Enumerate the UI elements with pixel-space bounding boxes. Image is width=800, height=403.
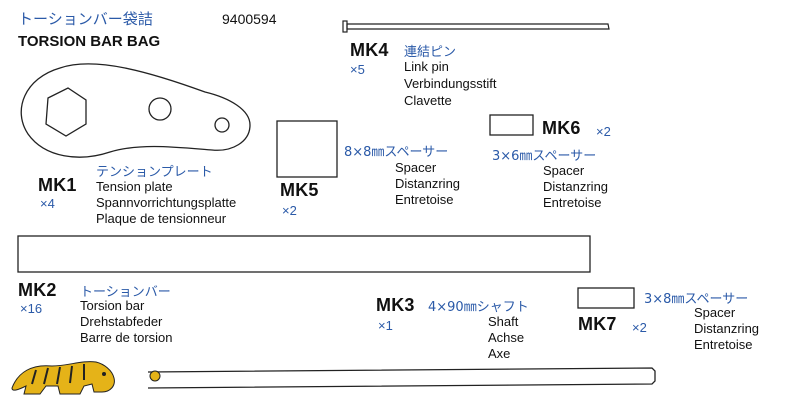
mk1-qty: ×4 [40, 196, 55, 211]
mk2-qty: ×16 [20, 301, 43, 316]
mk6-name-en: Spacer [543, 163, 585, 178]
mk7-name-fr: Entretoise [694, 337, 753, 352]
tamiya-tiger-logo [11, 361, 161, 395]
spacer-3x6-drawing [489, 114, 534, 136]
mk6-name-de: Distanzring [543, 179, 609, 194]
mk1-name-de: Spannvorrichtungsplatte [96, 195, 237, 210]
mk6-name-fr: Entretoise [543, 195, 602, 210]
mk3-name-fr: Axe [488, 346, 511, 361]
mk3-code: MK3 [376, 295, 415, 315]
mk5-name-en: Spacer [395, 160, 437, 175]
mk3-name-en: Shaft [488, 314, 519, 329]
mk2-name-en: Torsion bar [80, 298, 145, 313]
mk5-name-de: Distanzring [395, 176, 461, 191]
torsion-bar-drawing [17, 235, 591, 273]
mk4-name-de: Verbindungsstift [404, 76, 497, 91]
mk1-name-en: Tension plate [96, 179, 173, 194]
mk7-name-de: Distanzring [694, 321, 760, 336]
title-english: TORSION BAR BAG [18, 33, 161, 50]
mk6-name-jp: 3×6㎜スペーサー [492, 149, 597, 164]
mk3-qty: ×1 [378, 318, 393, 333]
mk5-name-jp: 8×8㎜スペーサー [344, 145, 449, 160]
mk2-name-fr: Barre de torsion [80, 330, 173, 345]
mk2-name-jp: トーションバー [80, 285, 171, 300]
mk4-qty: ×5 [350, 62, 365, 77]
mk2-name-de: Drehstabfeder [80, 314, 163, 329]
mk7-qty: ×2 [632, 320, 647, 335]
mk7-name-jp: 3×8㎜スペーサー [644, 292, 749, 307]
mk4-name-jp: 連結ピン [404, 45, 457, 60]
spacer-3x8-drawing [577, 287, 635, 309]
mk1-name-jp: テンションプレート [96, 165, 213, 180]
mk5-name-fr: Entretoise [395, 192, 454, 207]
mk3-name-jp: 4×90㎜シャフト [428, 300, 529, 315]
title-japanese: トーションバー袋詰 [18, 10, 153, 28]
mk1-name-fr: Plaque de tensionneur [96, 211, 227, 226]
mk7-name-en: Spacer [694, 305, 736, 320]
mk4-name-en: Link pin [404, 59, 449, 74]
mk1-code: MK1 [38, 175, 77, 195]
mk7-code: MK7 [578, 314, 617, 334]
mk2-code: MK2 [18, 280, 57, 300]
link-pin-drawing [342, 20, 610, 33]
mk5-code: MK5 [280, 180, 319, 200]
tension-plate-drawing [20, 63, 251, 158]
part-number: 9400594 [222, 11, 277, 27]
mk6-code: MK6 [542, 118, 581, 138]
spacer-8x8-drawing [276, 120, 338, 178]
shaft-drawing [147, 367, 656, 389]
mk3-name-de: Achse [488, 330, 525, 345]
mk4-name-fr: Clavette [404, 93, 452, 108]
mk6-qty: ×2 [596, 124, 611, 139]
mk4-code: MK4 [350, 40, 389, 60]
mk5-qty: ×2 [282, 203, 297, 218]
